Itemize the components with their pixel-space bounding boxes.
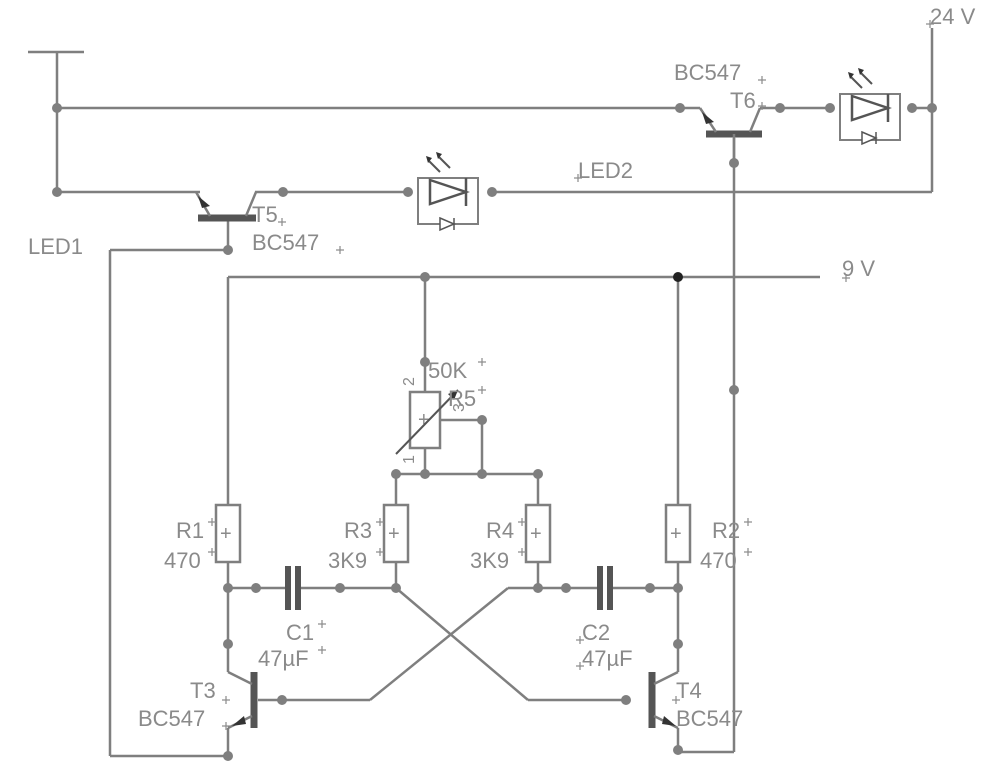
r1-value-label: 470	[164, 548, 201, 573]
origin-marker	[376, 518, 384, 526]
origin-marker	[744, 518, 752, 526]
capacitor-c2	[597, 566, 613, 610]
pot-pin-2-label: 2	[401, 377, 418, 386]
svg-text:+: +	[220, 523, 232, 545]
origin-marker	[574, 174, 582, 182]
light-ray-icon	[427, 159, 441, 173]
origin-marker	[744, 548, 752, 556]
junctions	[52, 103, 937, 761]
transistor-t4	[648, 670, 679, 730]
r4-ref-label: R4	[486, 518, 514, 543]
origin-marker	[758, 76, 766, 84]
svg-text:+: +	[388, 523, 400, 545]
origin-marker	[222, 722, 230, 730]
resistor-r4: +	[524, 503, 552, 564]
resistor-r1: +	[214, 503, 242, 564]
origin-marker	[758, 102, 766, 110]
pot-pin-1-label: 1	[401, 455, 418, 464]
r2-ref-label: R2	[712, 518, 740, 543]
origin-marker	[478, 358, 486, 366]
t3-ref-label: T3	[190, 678, 216, 703]
emitter-arrow-icon	[198, 196, 210, 208]
origin-marker	[376, 548, 384, 556]
origin-marker	[318, 646, 326, 654]
r2-value-label: 470	[700, 548, 737, 573]
t5-type-label: BC547	[252, 230, 319, 255]
c1-ref-label: C1	[286, 620, 314, 645]
emitter-arrow-icon	[702, 112, 714, 124]
led-1	[417, 152, 479, 232]
rail-9v-label: 9 V	[842, 256, 875, 281]
origin-markers	[208, 20, 934, 730]
c2-value-label: 47µF	[582, 646, 633, 671]
t4-ref-label: T4	[676, 678, 702, 703]
wiper-arrow-icon	[448, 390, 458, 400]
origin-marker	[926, 20, 934, 28]
origin-marker	[278, 218, 286, 226]
rail-24v-label: 24 V	[930, 4, 976, 29]
resistor-r2: +	[664, 503, 692, 564]
potentiometer-r5: + 2 1 3	[395, 377, 468, 464]
led-2	[839, 68, 901, 146]
origin-marker	[518, 518, 526, 526]
light-ray-icon	[849, 75, 863, 89]
pot-ref-label: R5	[448, 386, 476, 411]
c1-value-label: 47µF	[258, 646, 309, 671]
origin-marker	[842, 274, 850, 282]
t6-ref-label: T6	[730, 88, 756, 113]
origin-marker	[478, 386, 486, 394]
r1-ref-label: R1	[176, 518, 204, 543]
led2-label: LED2	[578, 158, 633, 183]
t6-type-label: BC547	[674, 60, 741, 85]
svg-text:+: +	[418, 409, 430, 431]
c2-ref-label: C2	[582, 620, 610, 645]
transistor-t3	[227, 670, 258, 730]
origin-marker	[208, 518, 216, 526]
emitter-arrow-icon	[662, 716, 676, 726]
t5-ref-label: T5	[252, 202, 278, 227]
origin-marker	[336, 246, 344, 254]
capacitor-c1	[285, 566, 301, 610]
pot-pin-3-label: 3	[451, 403, 468, 412]
led1-label: LED1	[28, 234, 83, 259]
emitter-arrow-icon	[232, 716, 246, 726]
r3-value-label: 3K9	[328, 548, 367, 573]
svg-text:+: +	[670, 523, 682, 545]
t3-type-label: BC547	[138, 706, 205, 731]
resistor-r3: +	[382, 503, 410, 564]
labels: 24 V 9 V BC547 T6 T5 BC547 LED1 LED2 50K…	[28, 4, 976, 731]
t4-type-label: BC547	[676, 706, 743, 731]
pot-value-label: 50K	[428, 358, 467, 383]
origin-marker	[576, 662, 584, 670]
origin-marker	[208, 548, 216, 556]
origin-marker	[518, 548, 526, 556]
svg-text:+: +	[530, 523, 542, 545]
transistor-t6	[698, 107, 762, 160]
wires	[28, 28, 934, 758]
origin-marker	[222, 696, 230, 704]
r3-ref-label: R3	[344, 518, 372, 543]
origin-marker	[672, 696, 680, 704]
origin-marker	[576, 636, 584, 644]
r4-value-label: 3K9	[470, 548, 509, 573]
transistor-t5	[194, 191, 258, 222]
origin-marker	[318, 620, 326, 628]
